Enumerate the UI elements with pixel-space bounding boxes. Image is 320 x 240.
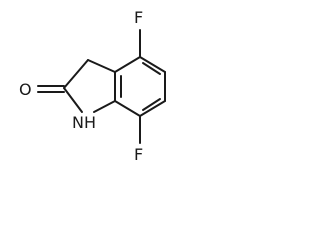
bond-c3a-c4 <box>114 56 141 73</box>
lactam-ring <box>63 59 116 113</box>
atom-label-f-bottom: F <box>134 145 143 164</box>
carbonyl-bond <box>37 85 65 93</box>
bond-n1-c7a <box>93 100 116 113</box>
bond-c7-c7a <box>114 100 141 117</box>
structure-diagram: F F O NH <box>19 8 166 164</box>
atom-label-oxygen: O <box>19 80 32 99</box>
atom-label-f-top: F <box>134 8 143 27</box>
bond-c3-c2 <box>63 59 89 89</box>
bond-c4-c5 <box>139 56 166 73</box>
bond-c4-c5-inner <box>142 62 161 75</box>
bond-c6-c7 <box>139 100 166 117</box>
atom-label-nh: NH <box>72 113 96 132</box>
bond-c6-c7-inner <box>142 98 161 111</box>
molecule-canvas: F F O NH <box>0 0 184 178</box>
bond-c3a-c3 <box>87 59 116 73</box>
benzene-ring <box>114 56 166 117</box>
bond-c2-n1 <box>63 87 83 113</box>
